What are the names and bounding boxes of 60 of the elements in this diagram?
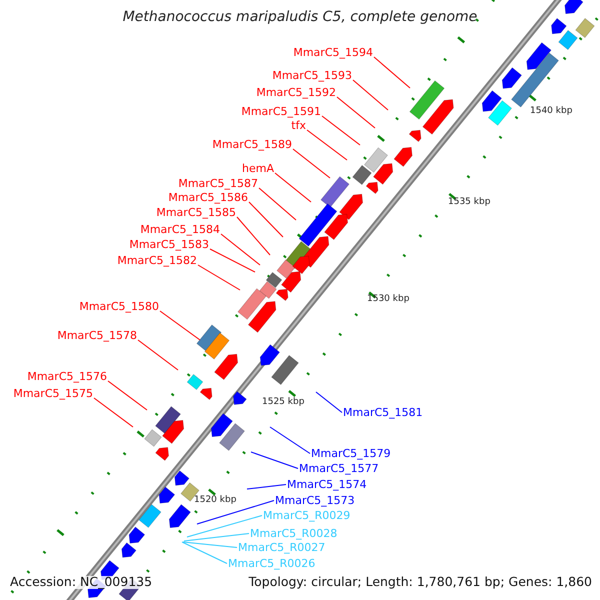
gene-label: MmarC5_1579: [311, 448, 391, 459]
leader-line: [306, 130, 348, 160]
topology-text: Topology: circular; Length: 1,780,761 bp; Genes: 1,860: [248, 576, 592, 588]
gene-label: MmarC5_1578: [57, 330, 137, 341]
gene-label: MmarC5_R0027: [238, 542, 326, 553]
gene-label: MmarC5_1584: [140, 224, 220, 235]
leader-line: [186, 515, 262, 538]
leader-line: [182, 542, 228, 564]
leader-line: [236, 216, 270, 256]
gene-label: MmarC5_1581: [343, 407, 423, 418]
gene-label: tfx: [291, 120, 306, 131]
leader-line: [182, 542, 238, 548]
leader-line: [336, 96, 376, 128]
gene-label: MmarC5_1580: [79, 301, 159, 312]
leader-line: [274, 172, 312, 202]
leader-line: [108, 380, 148, 410]
gene-label: MmarC5_R0026: [228, 558, 316, 569]
leader-line: [198, 264, 240, 290]
gene-label: MmarC5_R0028: [250, 528, 338, 539]
accession-text: Accession: NC_009135: [10, 576, 152, 588]
leader-line: [138, 340, 178, 370]
gene-label: MmarC5_1593: [272, 70, 352, 81]
scale-label: 1530 kbp: [367, 295, 410, 304]
gene-label: MmarC5_1576: [27, 371, 107, 382]
leader-line: [196, 500, 274, 524]
leader-line: [322, 116, 360, 146]
leader-line: [316, 392, 342, 413]
leader-line: [246, 484, 286, 490]
leader-line: [220, 234, 260, 266]
gene-label: MmarC5_1586: [168, 192, 248, 203]
leader-line: [270, 426, 310, 454]
gene-label: MmarC5_1592: [256, 87, 336, 98]
gene-label: MmarC5_1594: [293, 47, 373, 58]
gene-label: hemA: [242, 163, 274, 174]
gene-label: MmarC5_1574: [287, 479, 367, 490]
gene-label: MmarC5_1575: [13, 388, 93, 399]
leader-line: [258, 188, 296, 220]
gene-label: MmarC5_1585: [156, 207, 236, 218]
leader-line: [374, 56, 410, 88]
scale-label: 1520 kbp: [194, 496, 236, 505]
leader-line: [352, 80, 388, 110]
leader-line: [94, 398, 134, 428]
gene-label: MmarC5_1589: [212, 139, 292, 150]
gene-label: MmarC5_1582: [117, 255, 197, 266]
gene-label: MmarC5_1573: [275, 495, 355, 506]
scale-label: 1525 kbp: [262, 398, 304, 407]
leader-line: [250, 452, 298, 469]
scale-label: 1535 kbp: [448, 198, 490, 207]
leader-line: [160, 310, 200, 340]
gene-label: MmarC5_1587: [178, 178, 258, 189]
title: Methanococcus maripaludis C5, complete genome: [122, 10, 478, 24]
leader-line: [292, 148, 330, 178]
leader-line: [248, 202, 284, 238]
gene-label: MmarC5_1583: [129, 239, 209, 250]
leader-line: [184, 533, 250, 542]
scale-label: 1540 kbp: [530, 107, 572, 116]
gene-label: MmarC5_1577: [299, 463, 379, 474]
gene-label: MmarC5_1591: [241, 106, 321, 117]
leader-line: [210, 248, 256, 272]
gene-label: MmarC5_R0029: [263, 510, 350, 521]
